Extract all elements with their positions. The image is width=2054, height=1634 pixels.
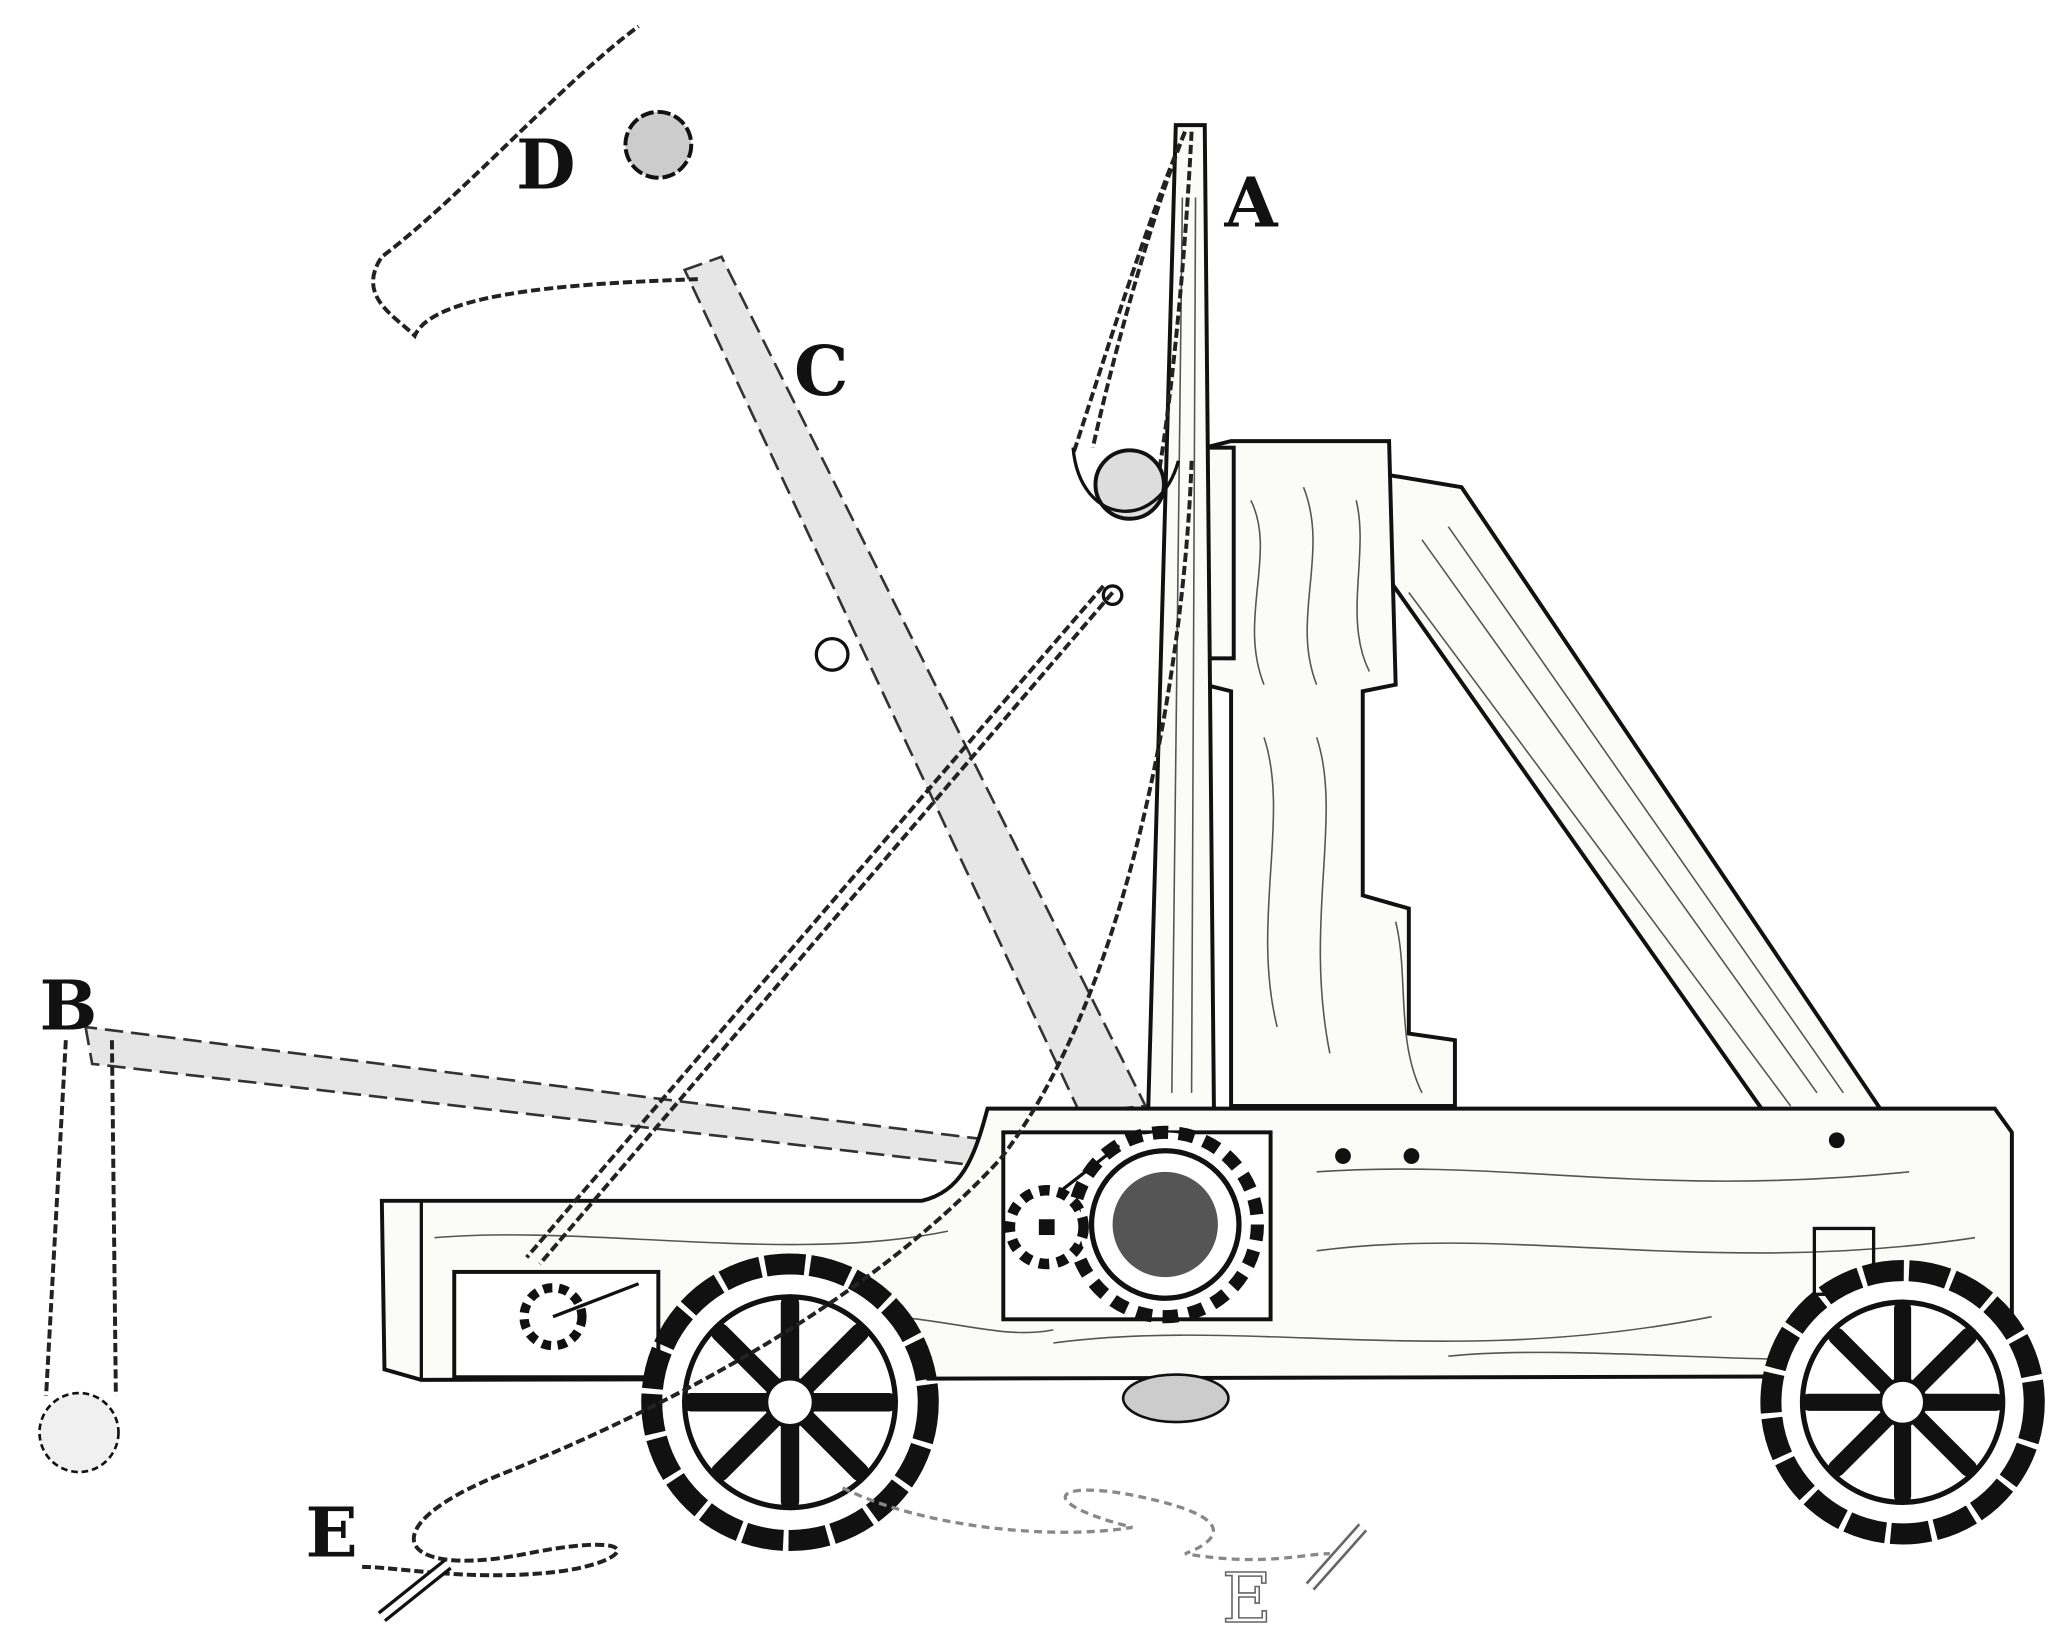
label-b: B xyxy=(40,967,98,1047)
diagonal-brace xyxy=(1380,471,1887,1115)
label-e: E xyxy=(305,1493,357,1573)
sling-b xyxy=(44,1040,118,1396)
ball-d xyxy=(623,109,694,180)
label-d: D xyxy=(516,125,575,205)
winch-gear xyxy=(519,1283,587,1351)
gear-hub xyxy=(1112,1171,1218,1278)
sling-a xyxy=(1071,130,1194,475)
winch-rope xyxy=(525,584,1115,1266)
sling-c-ghost xyxy=(371,24,698,340)
pawl xyxy=(1058,1144,1121,1193)
arm-b-ghost xyxy=(83,1025,983,1167)
ball-b xyxy=(38,1391,120,1474)
trigger-rope-e xyxy=(362,460,1194,1578)
label-a: A xyxy=(1224,163,1279,243)
front-wheel xyxy=(641,1253,939,1552)
counterweight-bottom xyxy=(1121,1373,1230,1424)
rear-wheel xyxy=(1760,1260,2045,1545)
arm-c-ghost xyxy=(682,255,1148,1114)
arm-c-ring xyxy=(814,636,850,672)
ball-a xyxy=(1093,448,1166,521)
label-e-ghost: E xyxy=(1222,1559,1272,1634)
label-c: C xyxy=(794,332,848,412)
trigger-rope-e-ghost xyxy=(841,1486,1330,1562)
